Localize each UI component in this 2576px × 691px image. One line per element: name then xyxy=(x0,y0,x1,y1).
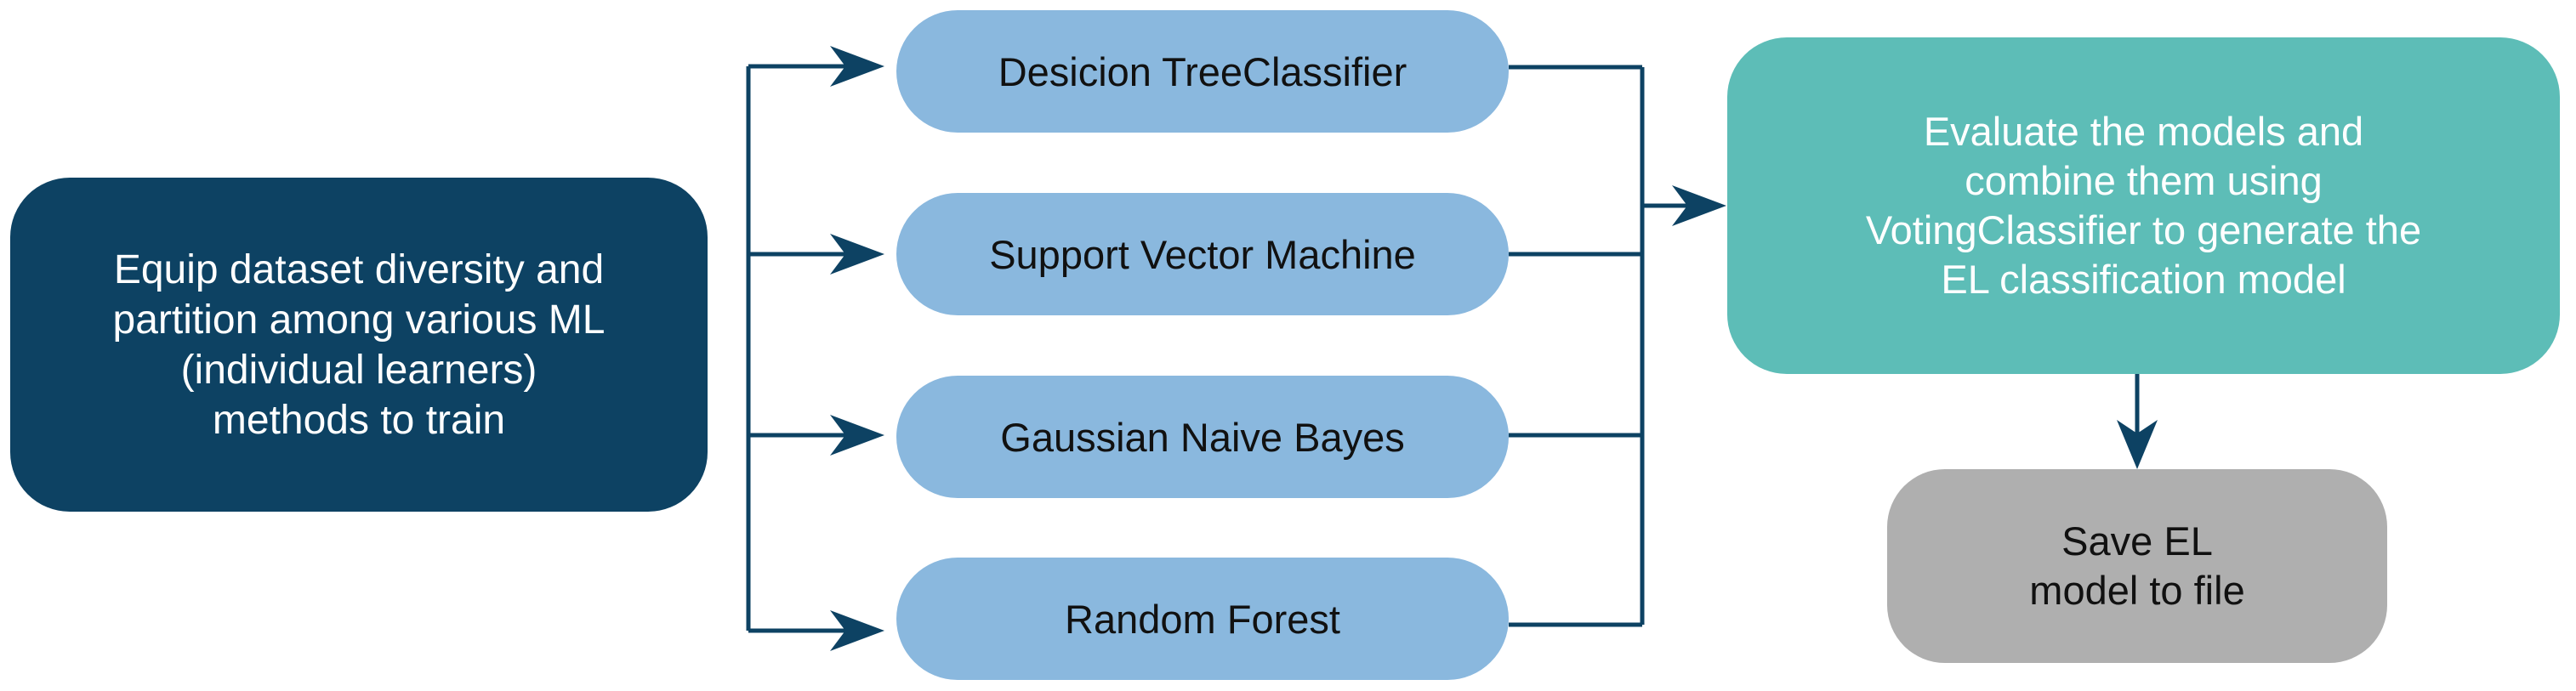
dataset-partition-label: Equip dataset diversity and partition am… xyxy=(112,246,606,443)
arrowhead-svm xyxy=(830,234,884,275)
gaussian-nb-node: Gaussian Naive Bayes xyxy=(896,376,1509,498)
save-model-label: Save EL model to file xyxy=(2029,518,2245,613)
evaluate-combine-label: Evaluate the models and combine them usi… xyxy=(1865,109,2422,302)
random-forest-label: Random Forest xyxy=(1065,596,1340,642)
arrowhead-random-forest xyxy=(830,610,884,651)
svm-label: Support Vector Machine xyxy=(989,231,1416,277)
random-forest-node: Random Forest xyxy=(896,558,1509,680)
decision-tree-label: Desicion TreeClassifier xyxy=(998,48,1407,94)
gaussian-nb-label: Gaussian Naive Bayes xyxy=(1000,414,1405,460)
dataset-partition-node: Equip dataset diversity and partition am… xyxy=(10,178,708,512)
arrowhead-save xyxy=(2117,420,2158,469)
arrowhead-decision-tree xyxy=(830,46,884,87)
arrowhead-gaussian-nb xyxy=(830,415,884,456)
arrowhead-evaluate xyxy=(1672,185,1726,226)
evaluate-combine-node: Evaluate the models and combine them usi… xyxy=(1727,37,2560,374)
decision-tree-node: Desicion TreeClassifier xyxy=(896,10,1509,133)
svm-node: Support Vector Machine xyxy=(896,193,1509,315)
save-model-node: Save EL model to file xyxy=(1887,469,2387,663)
